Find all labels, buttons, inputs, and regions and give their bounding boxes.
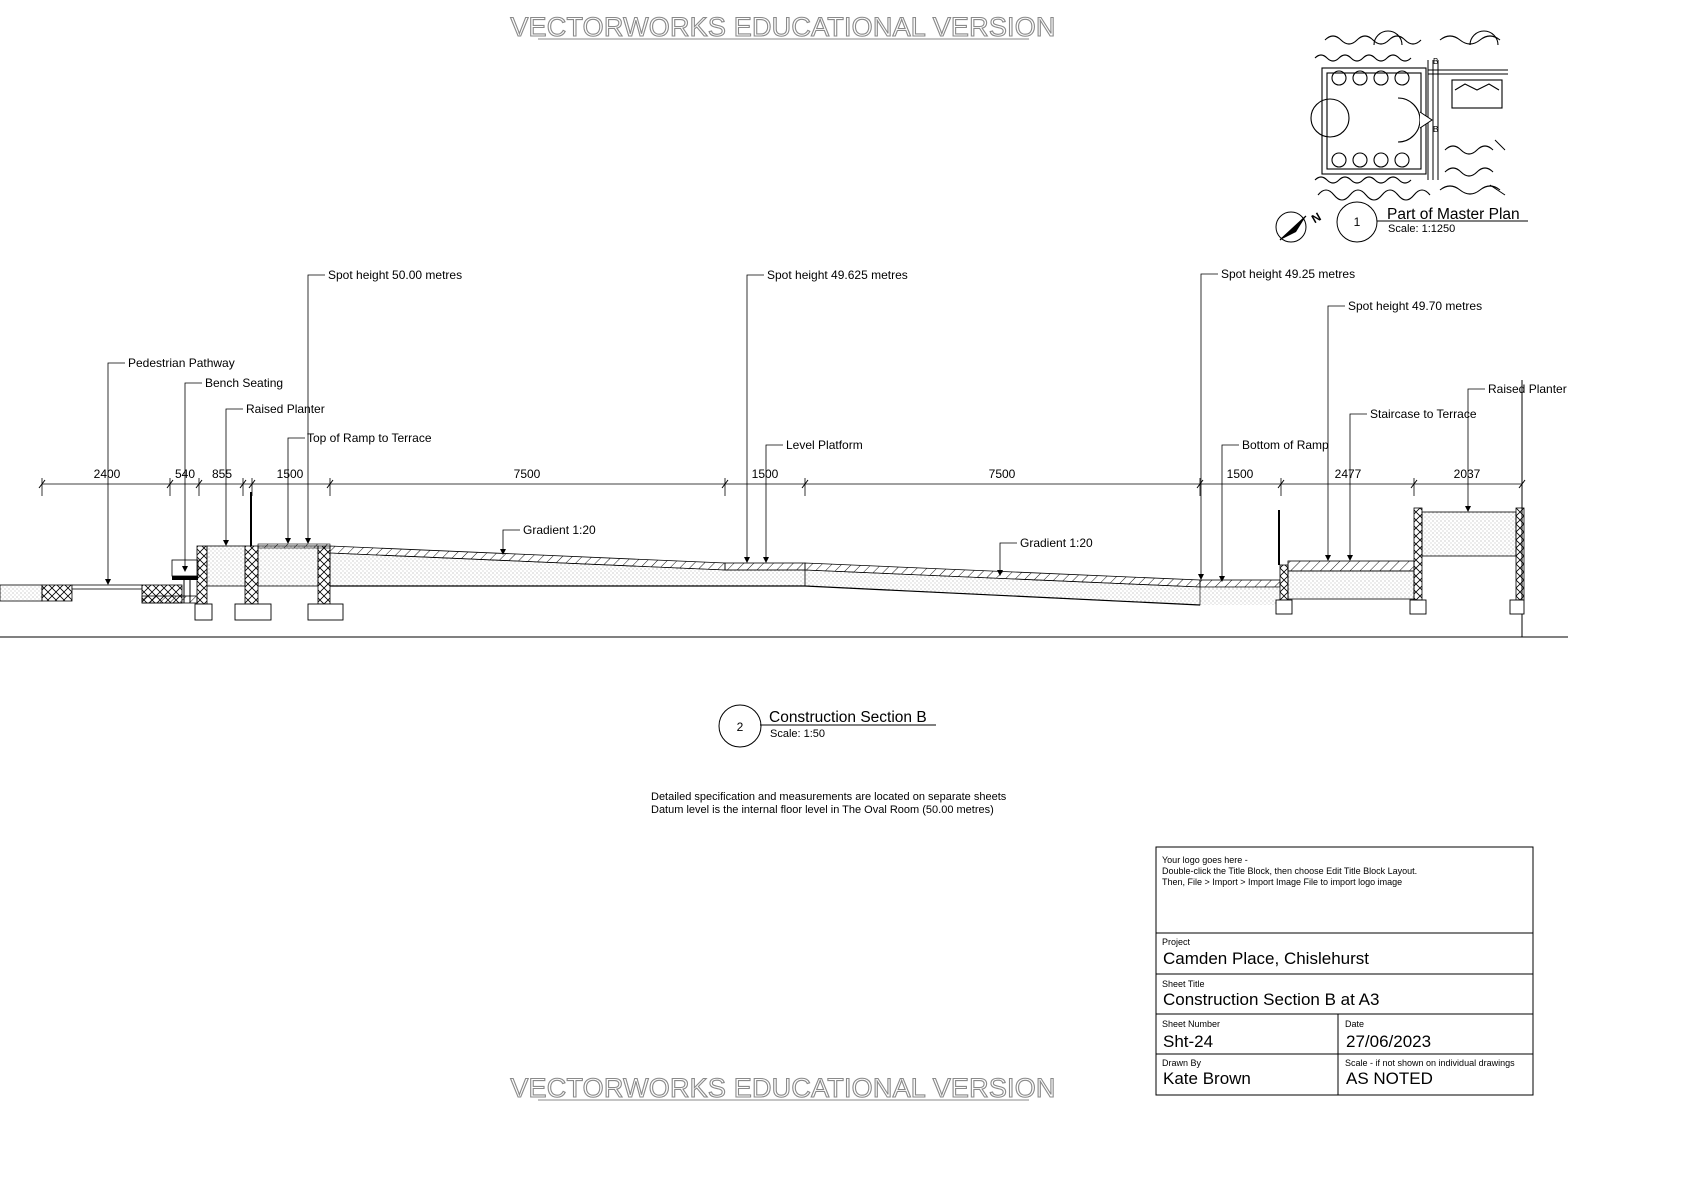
- dimension-label: 1500: [277, 467, 304, 481]
- dimension-tick: [166, 479, 174, 489]
- date-label: Date: [1345, 1019, 1364, 1029]
- project-label: Project: [1162, 937, 1191, 947]
- dimension-tick: [248, 479, 256, 489]
- callout-labels: Spot height 50.00 metres Spot height 49.…: [128, 267, 1567, 550]
- dimension-label: 855: [212, 467, 232, 481]
- dimension-tick: [195, 479, 203, 489]
- construction-section-drawing: [0, 380, 1568, 638]
- dimension-tick: [38, 479, 46, 489]
- watermark-bottom: VECTORWORKS EDUCATIONAL VERSION: [510, 1073, 1055, 1103]
- drawn-by-value: Kate Brown: [1163, 1069, 1251, 1088]
- general-notes: Detailed specification and measurements …: [651, 791, 1007, 816]
- dimension-tick: [1410, 479, 1418, 489]
- scale-value: AS NOTED: [1346, 1069, 1433, 1088]
- callout-raised-planter-2: Raised Planter: [1488, 382, 1567, 396]
- svg-text:N: N: [1309, 210, 1324, 226]
- dimension-label: 1500: [1227, 467, 1254, 481]
- dimension-label: 1500: [752, 467, 779, 481]
- dimension-label: 2037: [1454, 467, 1481, 481]
- logo-placeholder-text: Then, File > Import > Import Image File …: [1162, 877, 1402, 887]
- callout-gradient-2: Gradient 1:20: [1020, 536, 1093, 550]
- section-scale: Scale: 1:50: [770, 728, 825, 740]
- svg-text:B: B: [1433, 125, 1438, 134]
- dimension-label: 2400: [94, 467, 121, 481]
- dimension-tick: [326, 479, 334, 489]
- section-title: Construction Section B: [769, 709, 927, 726]
- note-line: Datum level is the internal floor level …: [651, 804, 994, 816]
- sheet-number-label: Sheet Number: [1162, 1019, 1220, 1029]
- dimension-tick: [239, 479, 247, 489]
- callout-raised-planter: Raised Planter: [246, 402, 325, 416]
- callout-spot-height-4970: Spot height 49.70 metres: [1348, 299, 1482, 313]
- dimension-label: 2477: [1335, 467, 1362, 481]
- dimension-label: 7500: [514, 467, 541, 481]
- section-number: 2: [737, 720, 744, 734]
- sheet-title-value: Construction Section B at A3: [1163, 990, 1379, 1009]
- sheet-title-label: Sheet Title: [1162, 979, 1205, 989]
- master-plan-title: Part of Master Plan: [1387, 206, 1520, 223]
- svg-text:B: B: [1433, 57, 1438, 66]
- callout-arrowheads: [105, 506, 1471, 585]
- master-plan-scale: Scale: 1:1250: [1388, 223, 1455, 235]
- dimension-ticks: [38, 478, 1526, 496]
- master-plan-view-marker: 1 Part of Master Plan Scale: 1:1250: [1336, 201, 1528, 243]
- logo-placeholder-text: Your logo goes here -: [1162, 855, 1248, 865]
- scale-label: Scale - if not shown on individual drawi…: [1345, 1058, 1515, 1068]
- dimension-tick: [801, 479, 809, 489]
- dimension-tick: [1196, 479, 1204, 489]
- watermark-top: VECTORWORKS EDUCATIONAL VERSION: [510, 12, 1055, 42]
- callout-staircase: Staircase to Terrace: [1370, 407, 1477, 421]
- project-value: Camden Place, Chislehurst: [1163, 949, 1369, 968]
- callouts: [107, 273, 1485, 583]
- dimension-tick: [1518, 479, 1526, 489]
- callout-gradient-1: Gradient 1:20: [523, 523, 596, 537]
- dimension-string: 2400 540 855 1500 7500 1500 7500 1500 24…: [94, 467, 1481, 481]
- master-plan-number: 1: [1354, 215, 1361, 229]
- callout-spot-height-49625: Spot height 49.625 metres: [767, 268, 908, 282]
- sheet-number-value: Sht-24: [1163, 1032, 1213, 1051]
- callout-pedestrian-pathway: Pedestrian Pathway: [128, 356, 235, 370]
- dimension-tick: [1277, 479, 1285, 489]
- logo-placeholder-text: Double-click the Title Block, then choos…: [1162, 866, 1417, 876]
- callout-spot-height-4925: Spot height 49.25 metres: [1221, 267, 1355, 281]
- title-block: Your logo goes here - Double-click the T…: [1155, 846, 1534, 1096]
- dimension-label: 7500: [989, 467, 1016, 481]
- drawing-sheet: VECTORWORKS EDUCATIONAL VERSION VECTORWO…: [0, 11, 1568, 1104]
- callout-top-of-ramp: Top of Ramp to Terrace: [307, 431, 432, 445]
- callout-level-platform: Level Platform: [786, 438, 863, 452]
- drawn-by-label: Drawn By: [1162, 1058, 1202, 1068]
- note-line: Detailed specification and measurements …: [651, 791, 1007, 803]
- callout-spot-height-50: Spot height 50.00 metres: [328, 268, 462, 282]
- dimension-tick: [721, 479, 729, 489]
- callout-bench-seating: Bench Seating: [205, 376, 283, 390]
- callout-bottom-of-ramp: Bottom of Ramp: [1242, 438, 1329, 452]
- north-arrow-icon: N: [1275, 210, 1324, 243]
- master-plan-thumbnail: B B: [1308, 30, 1508, 201]
- section-view-marker: 2 Construction Section B Scale: 1:50: [718, 704, 936, 748]
- date-value: 27/06/2023: [1346, 1032, 1431, 1051]
